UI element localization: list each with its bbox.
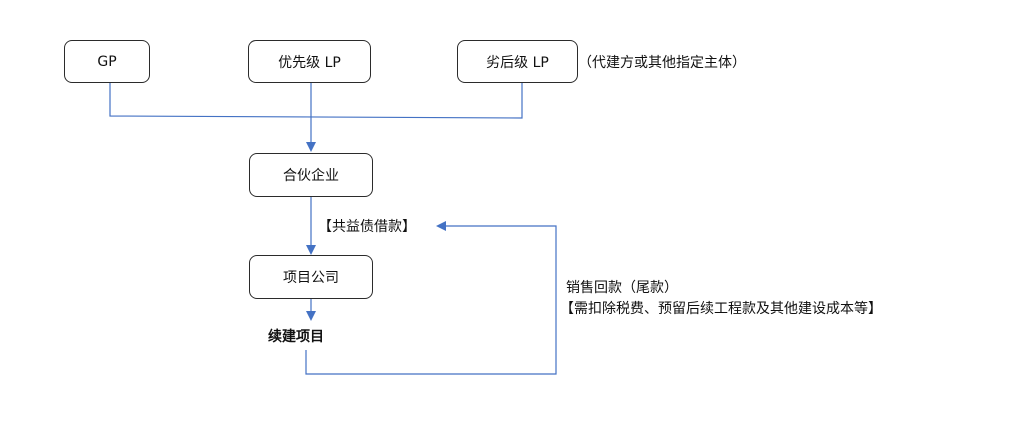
sales-return-note: 【需扣除税费、预留后续工程款及其他建设成本等】	[560, 301, 882, 317]
partnership-label: 合伙企业	[283, 168, 339, 184]
junior-lp-label: 劣后级 LP	[486, 54, 549, 71]
lp-merge-line	[109, 83, 523, 119]
sales-return-label: 销售回款（尾款）	[566, 280, 678, 296]
project-company-label: 项目公司	[283, 270, 339, 286]
investment-label: 【共益债借款】	[318, 219, 416, 235]
senior-lp-node: 优先级 LP	[248, 40, 371, 83]
gp-node: GP	[64, 40, 150, 83]
gp-label: GP	[97, 53, 117, 70]
project-company-node: 项目公司	[249, 255, 373, 299]
junior-lp-node: 劣后级 LP	[457, 40, 578, 83]
sales-return-line	[305, 221, 557, 375]
senior-lp-label: 优先级 LP	[278, 54, 341, 71]
partnership-node: 合伙企业	[249, 153, 373, 197]
junior-lp-note: （代建方或其他指定主体）	[578, 55, 746, 71]
continuing-project-label: 续建项目	[268, 329, 324, 345]
